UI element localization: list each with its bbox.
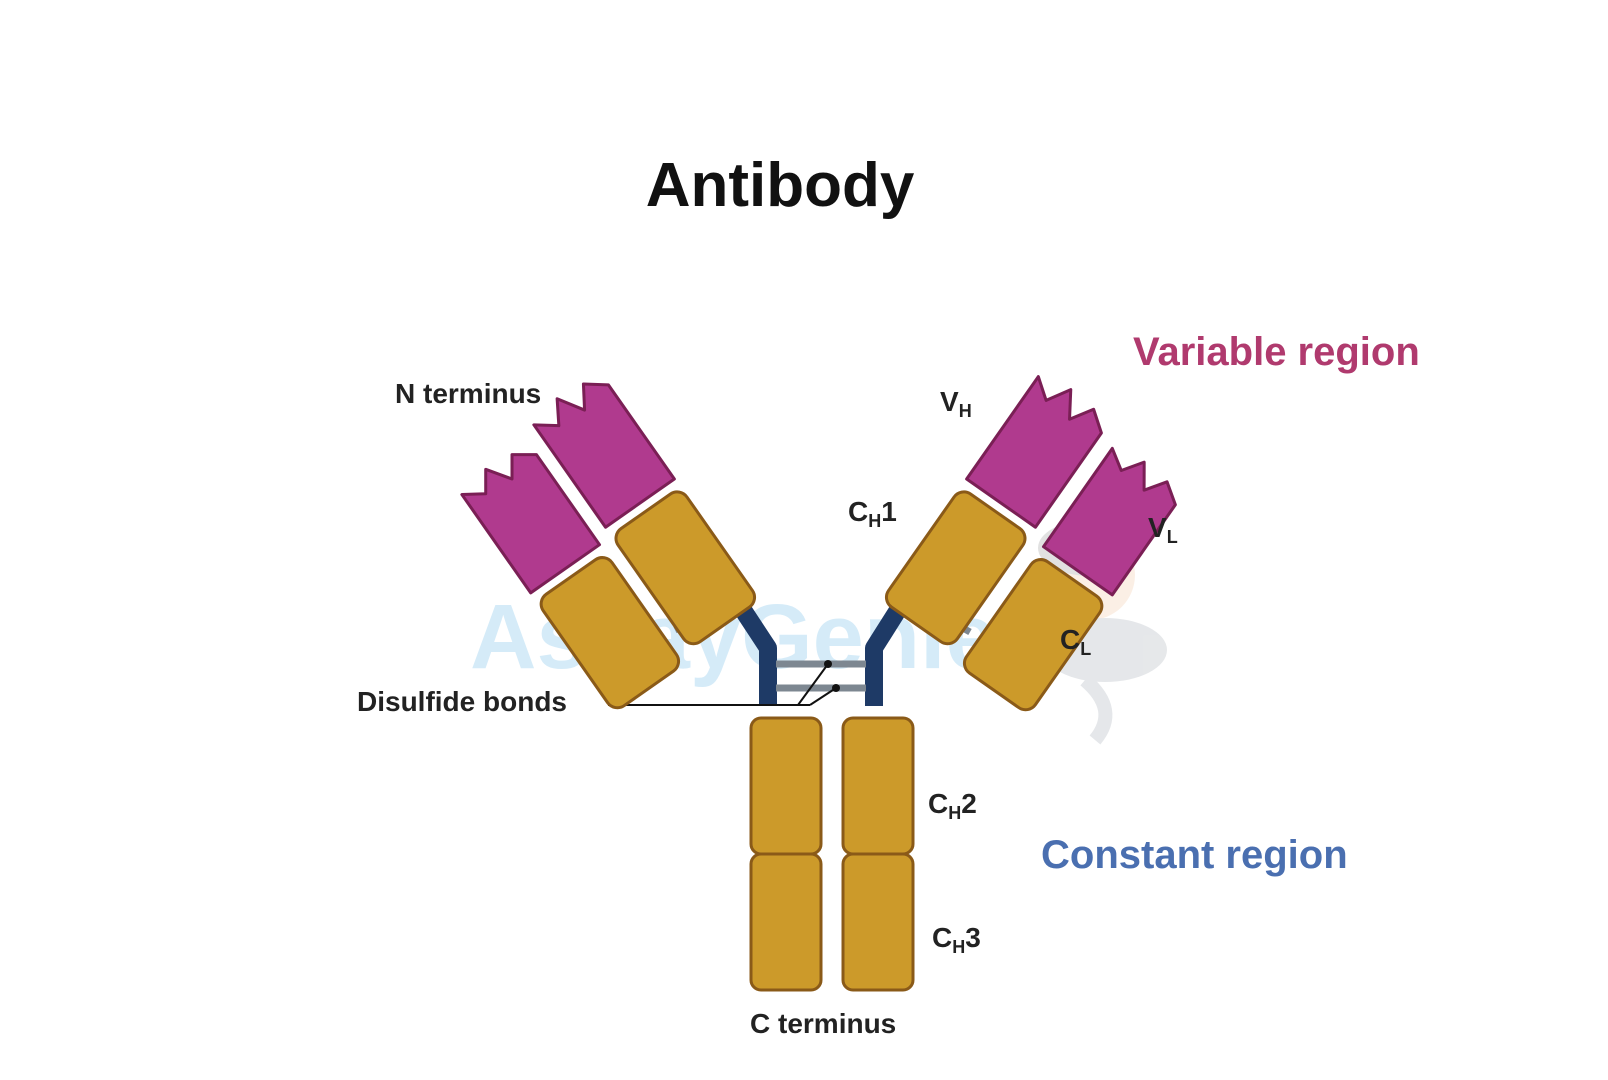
left-vh-domain — [532, 382, 676, 529]
left-heavy-chain — [532, 382, 757, 646]
constant-region-label: Constant region — [1041, 833, 1348, 877]
left-light-chain — [460, 453, 681, 710]
vh-label: VH — [940, 386, 972, 421]
right-ch3-domain — [841, 852, 915, 992]
right-cl-domain — [962, 558, 1104, 712]
ch3-label: CH3 — [932, 922, 981, 957]
n-terminus-label: N terminus — [395, 378, 542, 409]
variable-region-label: Variable region — [1133, 330, 1420, 374]
diagram-title: Antibody — [645, 151, 915, 220]
c-terminus-label: C terminus — [750, 1008, 897, 1039]
hinge-left — [735, 605, 777, 706]
left-cl-domain — [539, 556, 681, 710]
left-ch2-domain — [749, 716, 823, 856]
ch2-label: CH2 — [928, 788, 977, 823]
right-ch1-domain — [884, 490, 1027, 646]
left-ch1-domain — [614, 490, 757, 646]
hinge-right — [865, 605, 906, 706]
right-heavy-chain — [884, 375, 1103, 646]
ch1-label: CH1 — [848, 496, 897, 531]
cl-label: CL — [1060, 624, 1092, 659]
right-light-chain — [962, 446, 1177, 712]
left-vl-domain — [460, 453, 602, 595]
right-ch2-domain — [841, 716, 915, 856]
vl-label: VL — [1148, 512, 1178, 547]
left-ch3-domain — [749, 852, 823, 992]
right-vl-domain — [1041, 446, 1177, 597]
right-vh-domain — [965, 375, 1103, 529]
disulfide-bonds-label: Disulfide bonds — [357, 686, 567, 717]
